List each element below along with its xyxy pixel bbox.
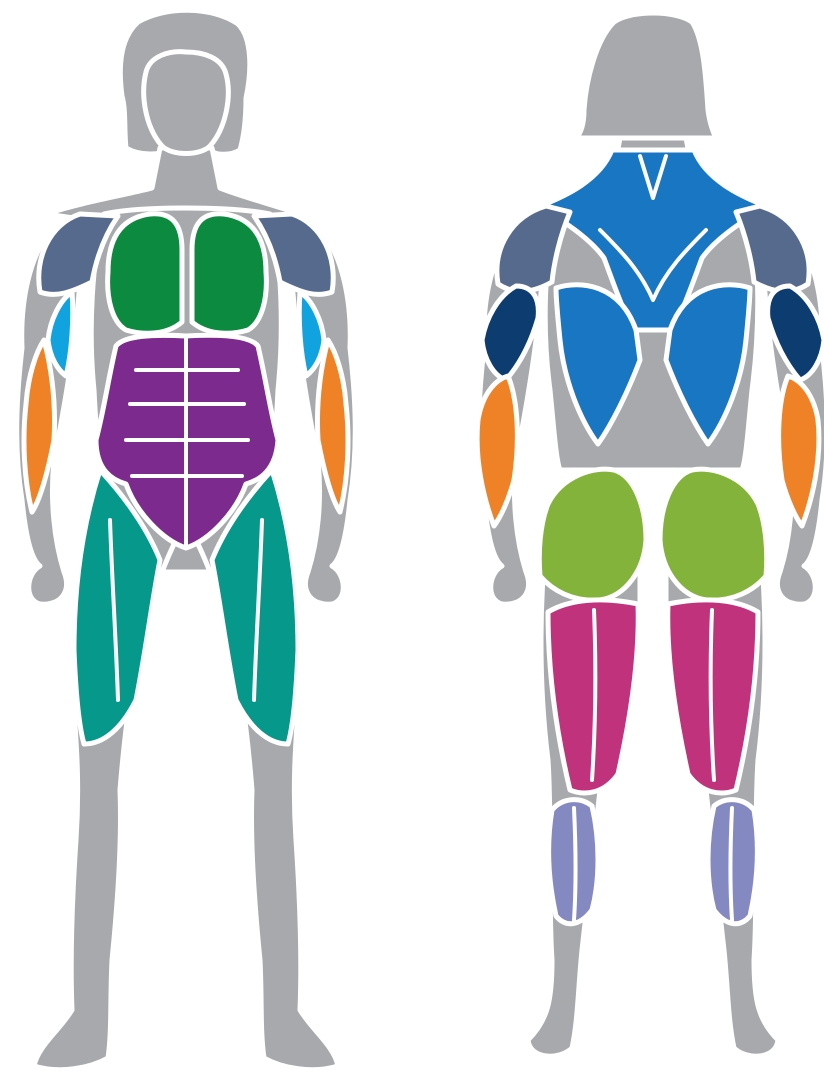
back-calves bbox=[549, 800, 758, 924]
front-chest-right bbox=[192, 214, 266, 333]
back-glutes bbox=[539, 469, 766, 600]
back-hamstrings bbox=[548, 600, 758, 793]
back-glute-left bbox=[539, 469, 646, 600]
front-figure bbox=[17, 10, 356, 1069]
front-chest-left bbox=[108, 214, 182, 333]
back-figure bbox=[477, 13, 824, 1056]
back-glute-right bbox=[660, 469, 767, 600]
